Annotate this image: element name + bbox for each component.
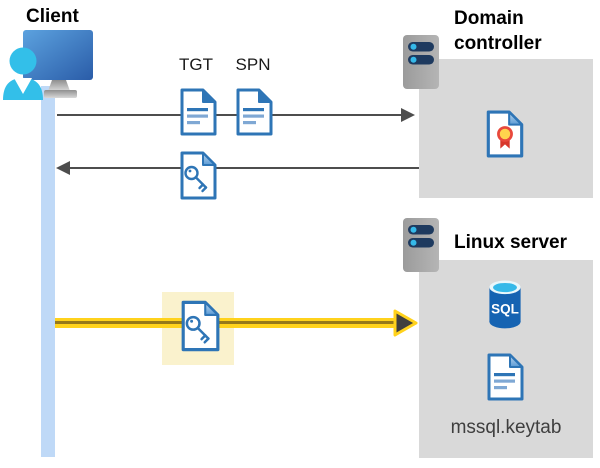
monitor-icon [23,30,93,98]
certificate-document-icon [486,110,524,158]
sql-icon-label: SQL [491,301,519,316]
sql-database-icon: SQL [489,280,521,329]
domain-controller-server-icon [403,35,439,89]
linux-server-label: Linux server [454,232,567,253]
client-label: Client [26,6,79,27]
client-lifeline [41,86,55,457]
tgt-document-icon [180,88,217,136]
client-computer-icon [3,30,93,100]
spn-document-icon [236,88,273,136]
linux-server-icon [403,218,439,272]
key-document-icon [180,151,217,200]
keytab-label: mssql.keytab [450,417,562,438]
response-arrow-head-icon [56,161,70,175]
sql-connection-arrow-head-icon [393,309,418,337]
highlighted-key-document-icon [181,300,220,352]
spn-label: SPN [235,55,271,74]
sql-connection-arrow-line [55,318,396,328]
keytab-document-icon [487,353,524,401]
request-arrow-head-icon [401,108,415,122]
user-icon [3,47,43,100]
response-arrow-line [69,167,419,169]
request-arrow-line [57,114,402,116]
domain-controller-label: Domain controller [454,8,542,54]
tgt-label: TGT [179,55,213,74]
